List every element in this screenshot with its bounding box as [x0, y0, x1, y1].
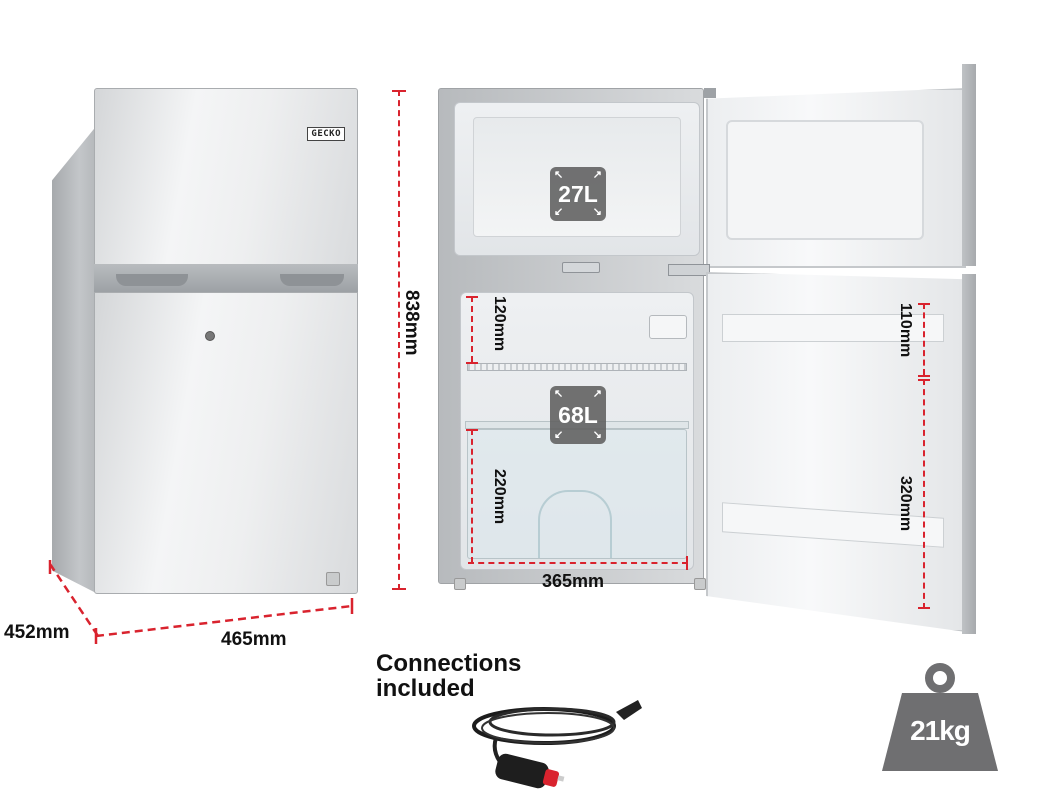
crisper-drawer[interactable]: [467, 429, 687, 559]
wire-shelf: [467, 363, 687, 371]
connections-heading: Connections included: [376, 650, 522, 702]
height-label: 838mm: [401, 290, 422, 356]
brand-logo: GECKO: [307, 127, 345, 141]
fridge-side-panel: [52, 124, 98, 594]
freezer-capacity-badge: ↖ ↗ ↙ ↘ 27L: [550, 167, 606, 221]
fridge-compartment: [460, 292, 694, 570]
door-divider-strip: [94, 264, 358, 292]
expand-arrow-icon: ↗: [592, 388, 602, 400]
closed-fridge: GECKO: [48, 84, 360, 604]
crisper-height-dimension: 220mm: [466, 429, 508, 565]
expand-arrow-icon: ↙: [554, 206, 564, 218]
expand-arrow-icon: ↖: [554, 169, 564, 181]
door-bin-dimension: [918, 303, 932, 613]
expand-arrow-icon: ↖: [554, 388, 564, 400]
thermostat-control[interactable]: [649, 315, 687, 339]
fridge-capacity-badge: ↖ ↗ ↙ ↘ 68L: [550, 386, 606, 444]
fridge-foot: [694, 578, 706, 590]
door-lower-label: 320mm: [897, 476, 914, 532]
width-dimension-line: [94, 598, 354, 644]
door-bin-label: 110mm: [897, 303, 914, 358]
weight-icon: [882, 663, 998, 771]
shelf-height-label: 120mm: [491, 296, 508, 352]
fridge-foot: [326, 572, 340, 586]
expand-arrow-icon: ↗: [592, 169, 602, 181]
width-label: 465mm: [221, 629, 287, 650]
open-fridge: [438, 64, 978, 648]
freezer-latch[interactable]: [562, 262, 600, 273]
crisper-height-label: 220mm: [491, 469, 508, 525]
expand-arrow-icon: ↘: [592, 429, 602, 441]
weight-badge: 21kg: [880, 663, 1000, 773]
height-dimension: 838mm: [390, 90, 422, 590]
interior-width-dimension: [468, 556, 690, 572]
fridge-foot: [454, 578, 466, 590]
fridge-door: [94, 292, 358, 594]
expand-arrow-icon: ↙: [554, 429, 564, 441]
fridge-capacity: 68L: [558, 401, 598, 428]
freezer-door-panel: [726, 120, 924, 240]
interior-width-label: 365mm: [542, 571, 605, 591]
freezer-door: GECKO: [94, 88, 358, 266]
lock-icon: [205, 331, 215, 341]
freezer-door-edge: [962, 64, 976, 266]
door-bin-upper: [722, 314, 944, 342]
freezer-door-hinge: [704, 88, 716, 98]
freezer-capacity: 27L: [558, 180, 598, 207]
expand-arrow-icon: ↘: [592, 206, 602, 218]
depth-dimension-line: [48, 560, 100, 637]
fridge-door-edge: [962, 274, 976, 634]
car-power-cable-image: [472, 700, 642, 789]
fridge-handle[interactable]: [280, 274, 344, 286]
middle-hinge: [668, 264, 710, 276]
weight-label: 21kg: [910, 715, 971, 746]
freezer-handle[interactable]: [116, 274, 188, 286]
depth-label: 452mm: [4, 622, 70, 643]
shelf-height-dimension: 120mm: [466, 296, 508, 368]
open-freezer-door: [706, 88, 966, 268]
